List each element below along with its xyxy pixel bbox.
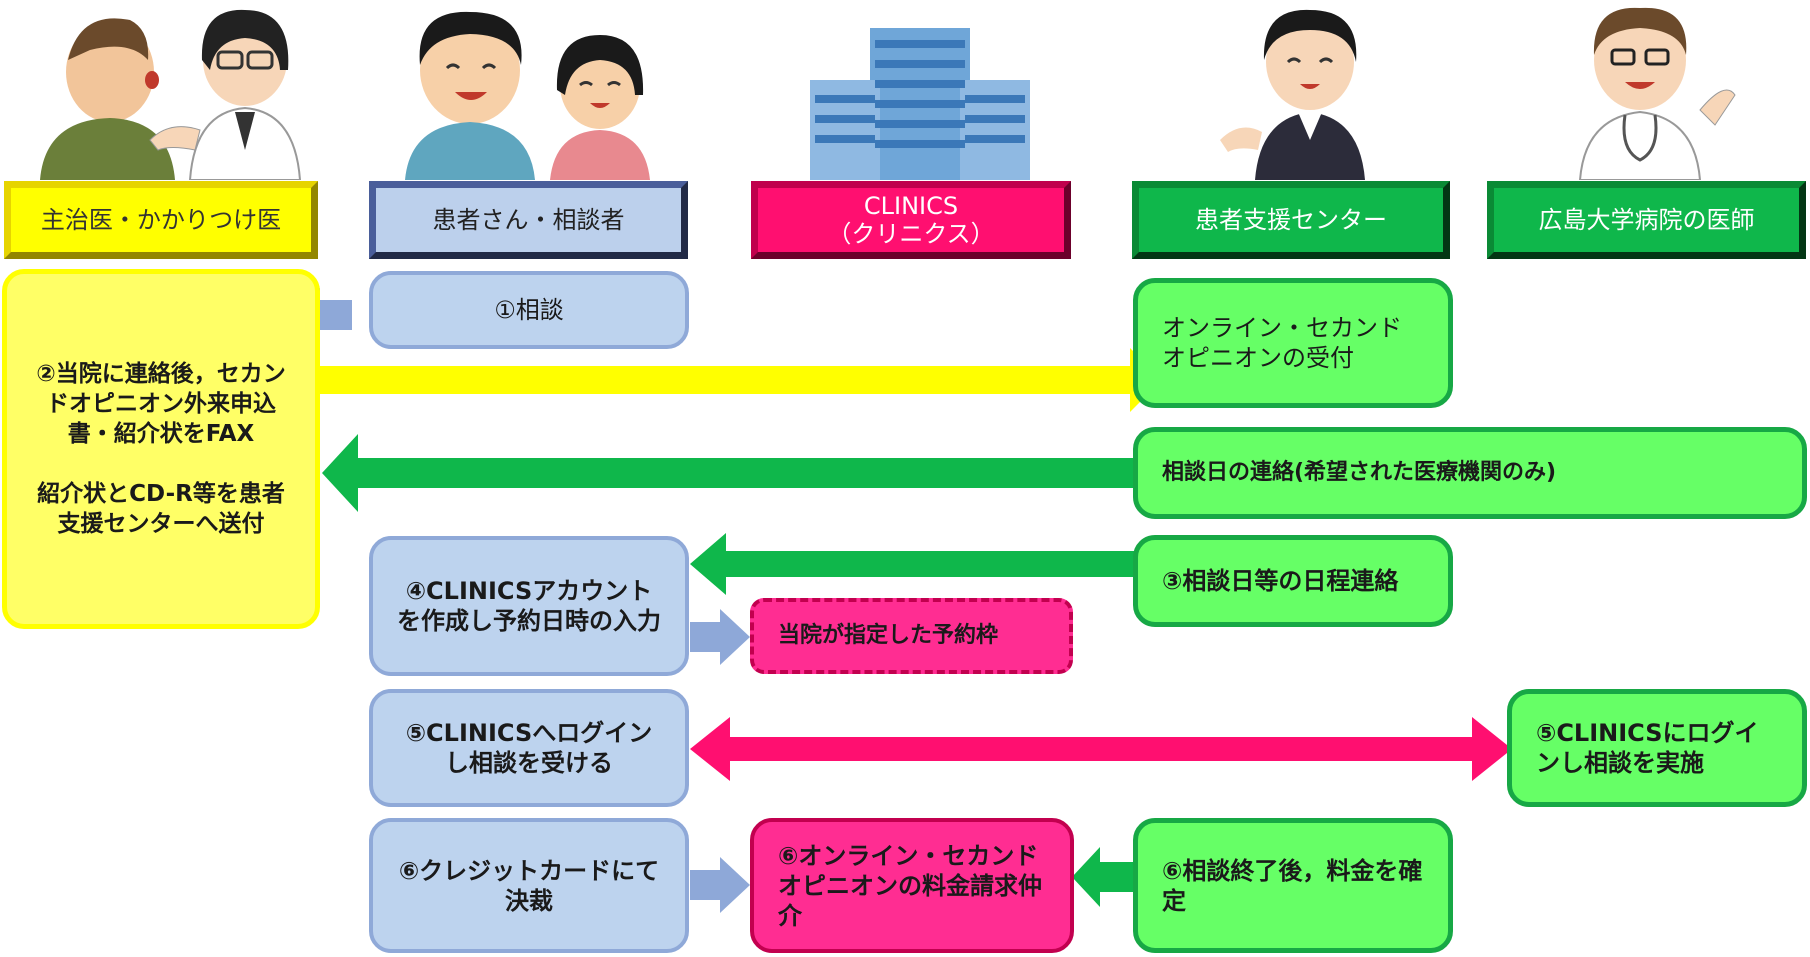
box-step3: ③相談日等の日程連絡 [1133, 535, 1453, 627]
box-step6-support: ⑥相談終了後，料金を確定 [1133, 818, 1453, 953]
arrow-contact-date [358, 458, 1134, 488]
header-doctor: 主治医・かかりつけ医 [4, 181, 318, 259]
arrow-step6-payment [690, 870, 720, 900]
box-reception: オンライン・セカンドオピニオンの受付 [1133, 278, 1453, 408]
patient-couple-illustration [405, 11, 650, 180]
box-step4: ④CLINICSアカウントを作成し予約日時の入力 [369, 536, 689, 676]
box-step5-doctor: ⑤CLINICSにログインし相談を実施 [1507, 689, 1807, 807]
box-step6-patient: ⑥クレジットカードにて決裁 [369, 818, 689, 953]
arrow-step1 [320, 300, 352, 330]
box-appointment-slot: 当院が指定した予約枠 [750, 598, 1073, 674]
clinics-building-icon [810, 28, 1030, 180]
support-staff-illustration [1220, 9, 1365, 180]
header-hospital-doctor: 広島大学病院の医師 [1487, 181, 1806, 259]
arrow-step4 [690, 622, 720, 652]
header-support-center: 患者支援センター [1132, 181, 1450, 259]
arrow-step3 [726, 551, 1134, 577]
arrow-step5 [730, 737, 1472, 761]
box-step1: ①相談 [369, 271, 689, 349]
box-step2-doctor: ②当院に連絡後，セカンドオピニオン外来申込書・紹介状をFAX 紹介状とCD-R等… [2, 269, 320, 629]
header-patient: 患者さん・相談者 [369, 181, 688, 259]
arrow-step6-fee [1100, 862, 1134, 892]
hospital-doctor-illustration [1578, 7, 1736, 180]
box-step5-patient: ⑤CLINICSへログインし相談を受ける [369, 689, 689, 807]
doctor-consultation-illustration [40, 9, 302, 180]
box-step6-clinics: ⑥オンライン・セカンドオピニオンの料金請求仲介 [750, 818, 1074, 953]
box-contact-date: 相談日の連絡(希望された医療機関のみ) [1133, 427, 1807, 519]
arrow-step2 [320, 366, 1130, 394]
header-clinics: CLINICS （クリニクス） [751, 181, 1071, 259]
